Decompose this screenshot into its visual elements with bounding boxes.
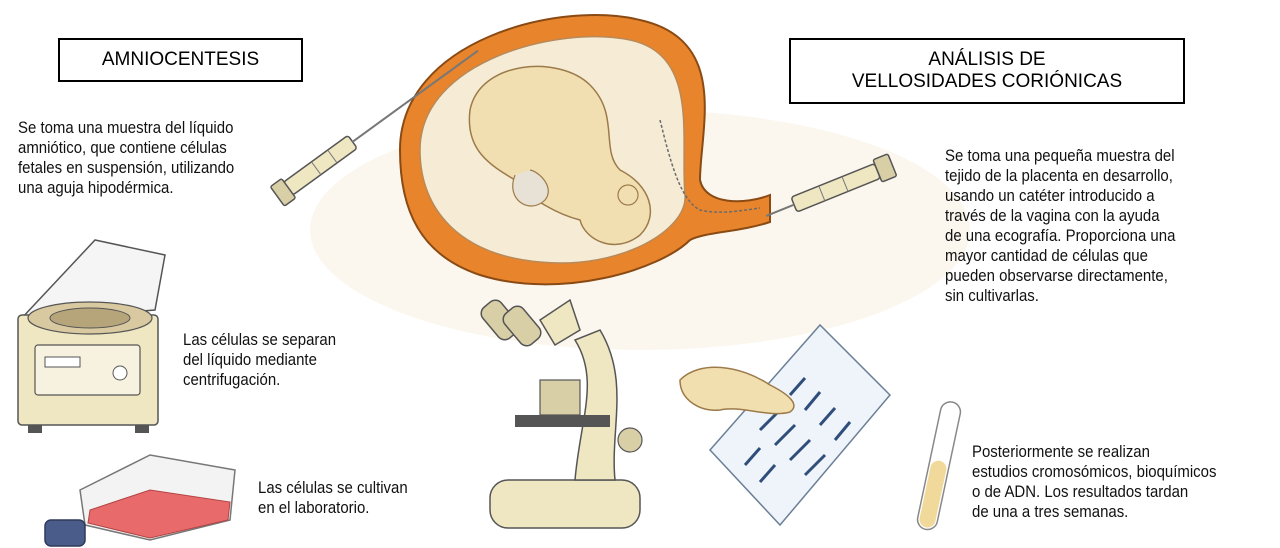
culture-description: Las células se cultivan en el laboratori… xyxy=(258,478,408,518)
vellosidades-title-line1: ANÁLISIS DE xyxy=(928,49,1045,71)
amniocentesis-title: AMNIOCENTESIS xyxy=(102,49,259,71)
vellosidades-title-line2: VELLOSIDADES CORIÓNICAS xyxy=(852,71,1122,93)
karyotype-sheet xyxy=(680,325,890,525)
text-line: Posteriormente se realizan xyxy=(972,442,1216,462)
studies-description: Posteriormente se realizan estudios crom… xyxy=(972,442,1216,522)
vellosidades-description: Se toma una pequeña muestra del tejido d… xyxy=(945,146,1175,306)
culture-flask xyxy=(45,455,235,546)
text-line: en el laboratorio. xyxy=(258,498,408,518)
text-line: tejido de la placenta en desarrollo, xyxy=(945,166,1175,186)
centrifuge xyxy=(18,240,165,433)
text-line: o de ADN. Los resultados tardan xyxy=(972,482,1216,502)
text-line: estudios cromosómicos, bioquímicos xyxy=(972,462,1216,482)
text-line: Las células se separan xyxy=(183,330,336,350)
text-line: centrifugación. xyxy=(183,370,336,390)
text-line: Se toma una muestra del líquido xyxy=(18,118,234,138)
text-line: través de la vagina con la ayuda xyxy=(945,206,1175,226)
centrifuge-description: Las células se separan del líquido media… xyxy=(183,330,336,390)
text-line: sin cultivarlas. xyxy=(945,286,1175,306)
amniocentesis-title-box: AMNIOCENTESIS xyxy=(58,38,303,82)
text-line: del líquido mediante xyxy=(183,350,336,370)
text-line: una aguja hipodérmica. xyxy=(18,178,234,198)
test-tube xyxy=(916,400,963,531)
text-line: usando un catéter introducido a xyxy=(945,186,1175,206)
text-line: de una a tres semanas. xyxy=(972,502,1216,522)
text-line: pueden observarse directamente, xyxy=(945,266,1175,286)
text-line: de una ecografía. Proporciona una xyxy=(945,226,1175,246)
amniocentesis-description: Se toma una muestra del líquido amniótic… xyxy=(18,118,234,198)
text-line: fetales en suspensión, utilizando xyxy=(18,158,234,178)
vellosidades-title-box: ANÁLISIS DE VELLOSIDADES CORIÓNICAS xyxy=(789,38,1185,104)
text-line: Se toma una pequeña muestra del xyxy=(945,146,1175,166)
text-line: Las células se cultivan xyxy=(258,478,408,498)
text-line: amniótico, que contiene células xyxy=(18,138,234,158)
text-line: mayor cantidad de células que xyxy=(945,246,1175,266)
